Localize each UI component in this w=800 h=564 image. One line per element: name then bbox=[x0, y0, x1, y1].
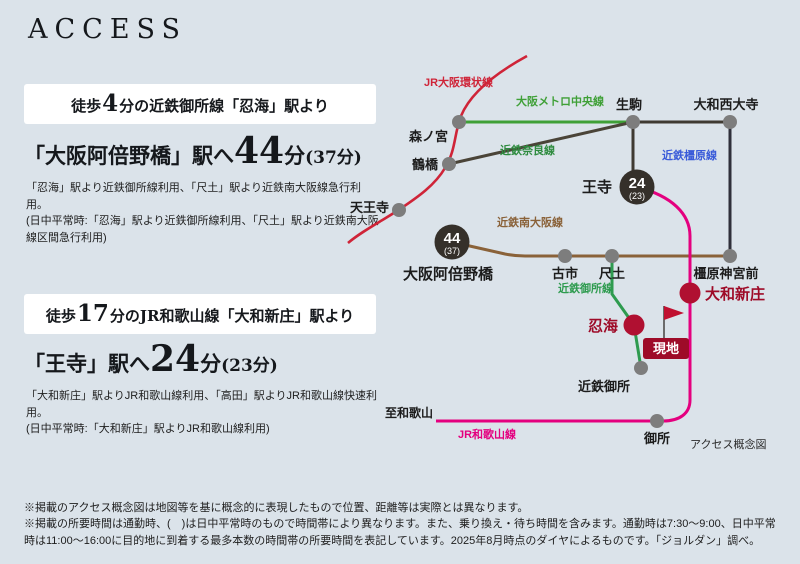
footnote-1: ※掲載のアクセス概念図は地図等を基に概念的に表現したもので位置、距離等は実際とは… bbox=[24, 502, 529, 514]
station-label-ikoma: 生駒 bbox=[616, 97, 642, 112]
page-title: ACCESS bbox=[28, 14, 188, 45]
route-note-2-main: 「大和新庄」駅よりJR和歌山線利用、「高田」駅よりJR和歌山線快速利用。 bbox=[26, 390, 377, 419]
metro-chuo-label: 大阪メトロ中央線 bbox=[516, 94, 604, 108]
route-note-2-sub: (日中平常時:「大和新庄」駅よりJR和歌山線利用) bbox=[26, 423, 270, 435]
kintetsu-gose-label: 近鉄御所線 bbox=[558, 281, 613, 295]
oji-time-badge bbox=[619, 169, 655, 205]
walk1-minutes: 4 bbox=[102, 90, 119, 117]
station-label-osaka-abenobashi: 大阪阿倍野橋 bbox=[403, 265, 494, 283]
jr-osaka-loop-label: JR大阪環状線 bbox=[424, 75, 493, 89]
site-badge-label: 現地 bbox=[653, 341, 679, 356]
station-label-morinomiya: 森ノ宮 bbox=[409, 129, 448, 144]
station-label-shakudo: 尺土 bbox=[599, 266, 625, 281]
dest1-unit: 分 bbox=[284, 143, 306, 168]
abenobashi-time-badge bbox=[434, 224, 470, 260]
station-label-tennoji: 天王寺 bbox=[350, 200, 389, 215]
station-label-yamato-saidaiji: 大和西大寺 bbox=[693, 97, 758, 112]
footnote-2: ※掲載の所要時間は通勤時、( )は日中平常時のもので時間帯により異なります。また… bbox=[24, 518, 776, 547]
jr-wakayama-line bbox=[436, 185, 692, 423]
dest2-unit: 分 bbox=[200, 351, 222, 376]
station-dot-kintetsu-gose bbox=[634, 361, 648, 375]
jr-wakayama-label: JR和歌山線 bbox=[458, 427, 516, 441]
station-dot-ikoma bbox=[626, 115, 640, 129]
station-dot-shakudo bbox=[605, 249, 619, 263]
station-dot-furuichi bbox=[558, 249, 572, 263]
kintetsu-minami-osaka-line bbox=[451, 240, 730, 258]
oji-time-sub: (23) bbox=[629, 191, 645, 201]
station-label-gose: 御所 bbox=[643, 431, 670, 446]
station-label-kintetsu-gose: 近鉄御所 bbox=[578, 379, 630, 394]
kintetsu-kashihara-label: 近鉄橿原線 bbox=[662, 148, 717, 162]
station-dot-yamato-saidaiji bbox=[723, 115, 737, 129]
station-dot-tennoji bbox=[392, 203, 406, 217]
dest1-offpeak: (37分) bbox=[305, 148, 362, 168]
walk1-post: 分の近鉄御所線「忍海」駅より bbox=[119, 97, 329, 115]
walk2-pre: 徒歩 bbox=[45, 307, 76, 325]
kintetsu-nara-label: 近鉄奈良線 bbox=[500, 143, 555, 157]
station-label-oji: 王寺 bbox=[582, 178, 612, 196]
label-to-wakayama: 至和歌山 bbox=[385, 405, 433, 420]
station-dot-yamato-shinjo-highlight bbox=[679, 282, 701, 304]
walk2-post: 分のJR和歌山線「大和新庄」駅より bbox=[109, 307, 355, 325]
destination-heading-2: 「王寺」駅へ24分(23分) bbox=[24, 338, 278, 380]
route-note-1-main: 「忍海」駅より近鉄御所線利用、「尺土」駅より近鉄南大阪線急行利用。 bbox=[26, 182, 362, 211]
oji-time-main: 24 bbox=[629, 175, 646, 192]
footnotes: ※掲載のアクセス概念図は地図等を基に概念的に表現したもので位置、距離等は実際とは… bbox=[24, 500, 782, 549]
station-label-kashihara-jingumae: 橿原神宮前 bbox=[693, 266, 758, 281]
dest1-pre: 「大阪阿倍野橋」駅へ bbox=[24, 143, 234, 168]
map-caption: アクセス概念図 bbox=[690, 437, 766, 451]
site-flag-icon bbox=[664, 306, 684, 320]
route-notes-1: 「忍海」駅より近鉄御所線利用、「尺土」駅より近鉄南大阪線急行利用。 (日中平常時… bbox=[26, 180, 380, 246]
abenobashi-time-sub: (37) bbox=[444, 246, 460, 256]
station-label-yamato-shinjo: 大和新庄 bbox=[705, 285, 765, 303]
station-label-oshimi: 忍海 bbox=[588, 317, 618, 335]
abenobashi-time-main: 44 bbox=[444, 230, 461, 247]
station-dot-oshimi-highlight bbox=[623, 314, 645, 336]
destination-heading-1: 「大阪阿倍野橋」駅へ44分(37分) bbox=[24, 130, 362, 172]
station-dot-tsuruhashi bbox=[442, 157, 456, 171]
site-badge bbox=[643, 338, 689, 359]
dest2-offpeak: (23分) bbox=[221, 356, 278, 376]
walk2-minutes: 17 bbox=[76, 300, 109, 327]
dest2-pre: 「王寺」駅へ bbox=[24, 351, 150, 376]
station-label-furuichi: 古市 bbox=[552, 266, 578, 281]
route-note-1-sub: (日中平常時:「忍海」駅より近鉄御所線利用、「尺土」駅より近鉄南大阪線区間急行利… bbox=[26, 215, 379, 244]
walk1-pre: 徒歩 bbox=[71, 97, 102, 115]
station-dot-morinomiya bbox=[452, 115, 466, 129]
dest2-minutes: 24 bbox=[150, 338, 201, 380]
kintetsu-nara-line bbox=[448, 120, 634, 166]
station-dot-gose bbox=[650, 414, 664, 428]
station-label-tsuruhashi: 鶴橋 bbox=[412, 157, 439, 172]
station-dot-kashihara-jingumae bbox=[723, 249, 737, 263]
kintetsu-gose-line bbox=[610, 256, 643, 369]
dest1-minutes: 44 bbox=[234, 130, 285, 172]
kintetsu-minami-osaka-label: 近鉄南大阪線 bbox=[497, 215, 563, 229]
route-notes-2: 「大和新庄」駅よりJR和歌山線利用、「高田」駅よりJR和歌山線快速利用。 (日中… bbox=[26, 388, 380, 438]
